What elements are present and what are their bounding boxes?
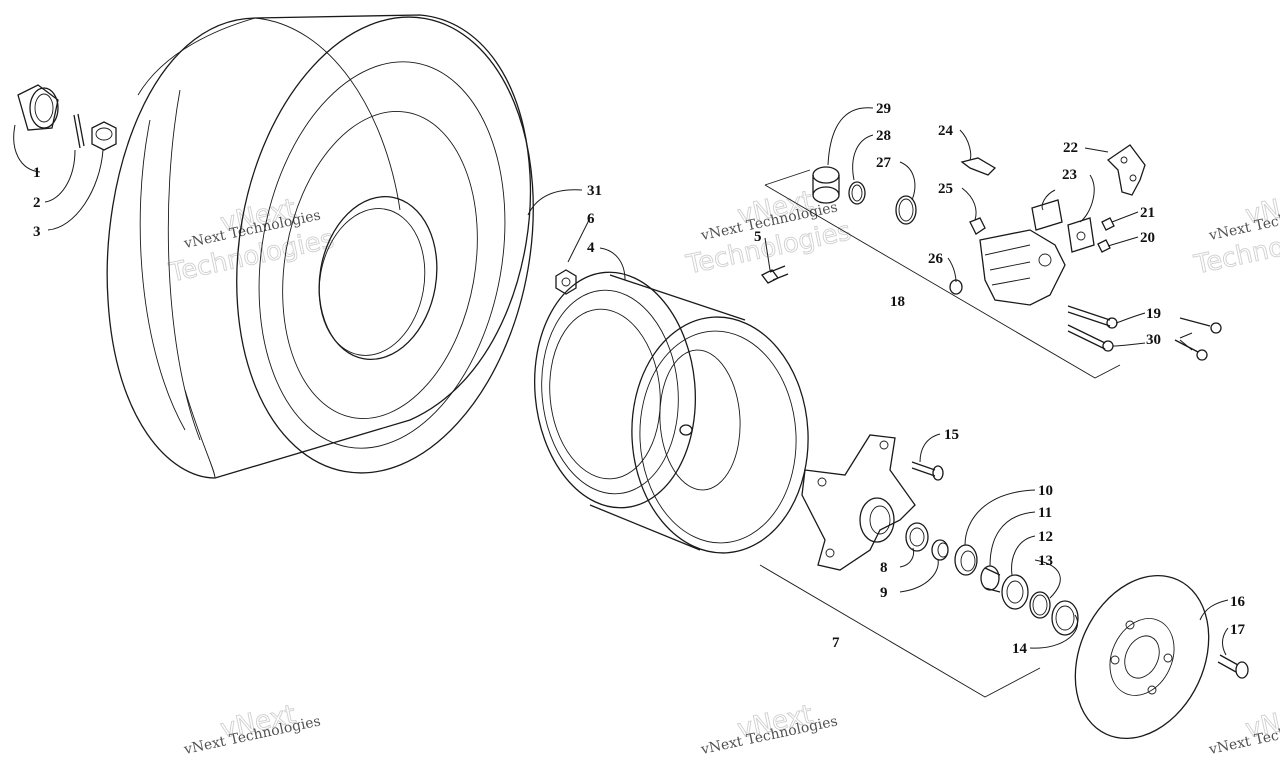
- callout-22: 22: [1063, 140, 1078, 156]
- callout-15: 15: [944, 427, 959, 443]
- clip-20: [1097, 239, 1111, 253]
- watermark-group: vNext vNext Technologies Technologies vN…: [166, 185, 1280, 758]
- callout-12: 12: [1038, 529, 1053, 545]
- mounting-bolts: [1174, 317, 1222, 361]
- callout-4: 4: [587, 240, 595, 256]
- callout-1: 1: [33, 165, 41, 181]
- caliper-bracket: [1106, 144, 1146, 196]
- spacer: [980, 565, 1001, 593]
- outer-seal: [1051, 600, 1079, 636]
- callout-16: 16: [1230, 594, 1246, 610]
- callout-29: 29: [876, 101, 891, 117]
- brake-pad-outer: [1067, 217, 1095, 253]
- callout-14: 14: [1012, 641, 1028, 657]
- disc-bolt: [1217, 654, 1249, 679]
- wheel-stud: [911, 461, 944, 481]
- callout-17: 17: [1230, 622, 1246, 638]
- callout-21: 21: [1140, 205, 1155, 221]
- clip-21: [1101, 217, 1115, 231]
- bleeder-screw: [761, 265, 789, 284]
- callout-25: 25: [938, 181, 953, 197]
- callout-7: 7: [832, 635, 840, 651]
- caliper-bolts: [1067, 305, 1118, 352]
- caliper-group-bracket: [764, 169, 1121, 379]
- callout-23: 23: [1062, 167, 1077, 183]
- pad-spring: [960, 157, 997, 176]
- caliper-body: [979, 229, 1066, 306]
- wheel-hub: [801, 434, 916, 571]
- callout-11: 11: [1038, 505, 1052, 521]
- hub-group-bracket: [759, 564, 1041, 698]
- callout-28: 28: [876, 128, 891, 144]
- retaining-pin: [949, 279, 963, 295]
- callout-10: 10: [1038, 483, 1053, 499]
- callout-20: 20: [1140, 230, 1155, 246]
- callout-26: 26: [928, 251, 944, 267]
- callout-3: 3: [33, 224, 41, 240]
- callout-27: 27: [876, 155, 892, 171]
- piston-seal: [848, 181, 866, 205]
- bearing-outer: [1001, 574, 1029, 610]
- leader-lines: [13, 107, 1229, 656]
- cotter-pin: [73, 113, 85, 149]
- callout-31: 31: [587, 183, 602, 199]
- callout-2: 2: [33, 195, 41, 211]
- callout-30: 30: [1146, 332, 1161, 348]
- tire: [106, 14, 534, 479]
- callout-18: 18: [890, 294, 905, 310]
- bearing-inner: [931, 539, 949, 561]
- brake-pad-inner: [1031, 199, 1063, 231]
- callout-8: 8: [880, 560, 888, 576]
- piston: [812, 166, 840, 204]
- callout-13: 13: [1038, 553, 1053, 569]
- brake-disc: [1074, 574, 1210, 740]
- bearing-race: [954, 544, 978, 576]
- callout-labels: 1 2 3 4 5 6 7 8 9 10 11 12 13 14 15 16 1…: [33, 101, 1246, 657]
- castle-nut: [91, 121, 117, 151]
- grease-seal: [905, 522, 929, 552]
- bleeder-valve: [969, 217, 986, 235]
- callout-6: 6: [587, 211, 595, 227]
- hub-cap: [17, 84, 59, 131]
- snap-ring: [1029, 591, 1051, 619]
- callout-9: 9: [880, 585, 888, 601]
- callout-24: 24: [938, 123, 954, 139]
- dust-seal: [895, 195, 917, 225]
- callout-5: 5: [754, 229, 762, 245]
- wheel-rim: [533, 271, 809, 554]
- lug-nut: [555, 269, 577, 295]
- callout-19: 19: [1146, 306, 1161, 322]
